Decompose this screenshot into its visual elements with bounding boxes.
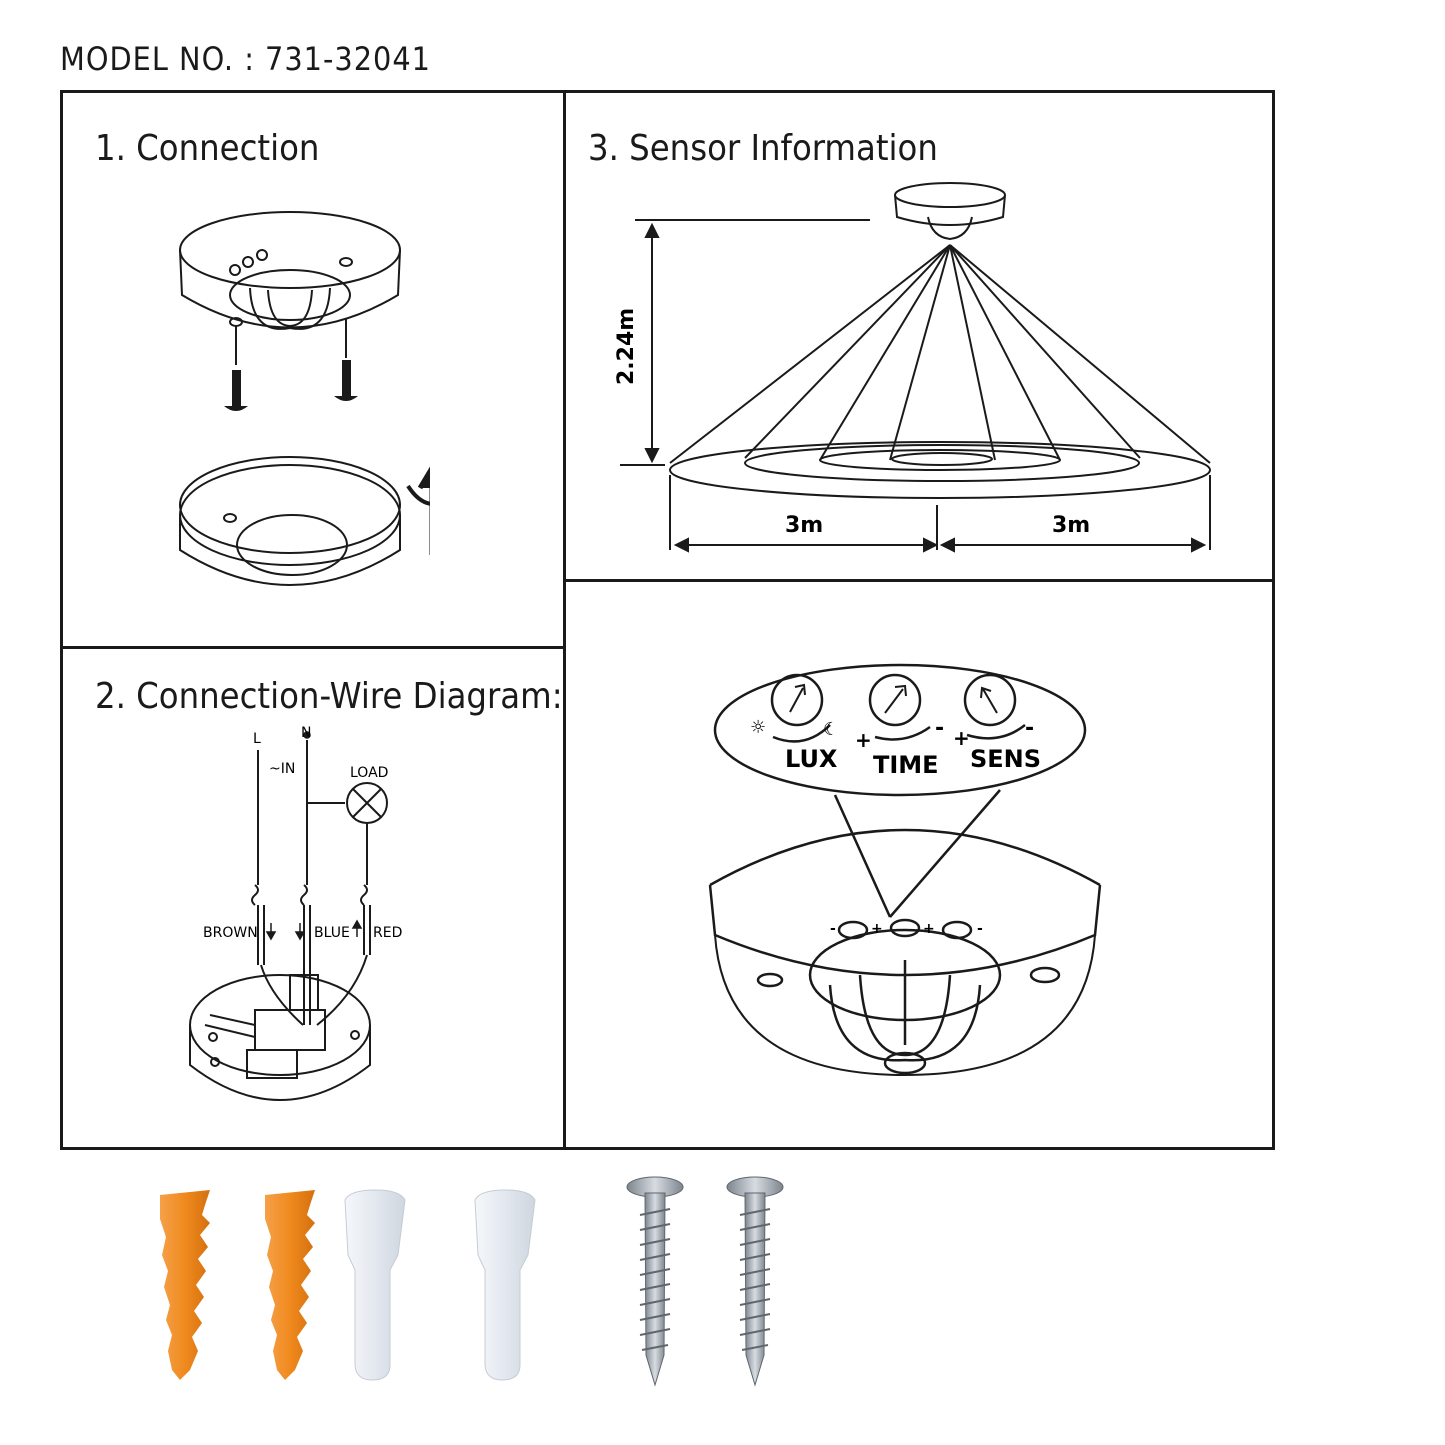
adjuster-plus-2: + bbox=[923, 921, 935, 937]
wire-diagram-title: 2. Connection-Wire Diagram: bbox=[95, 676, 563, 717]
brown-wire-label: BROWN bbox=[203, 925, 258, 941]
screw-icon bbox=[726, 1176, 784, 1387]
adjuster-minus-2: - bbox=[977, 921, 983, 937]
wire-connector-icon bbox=[474, 1189, 536, 1381]
adjuster-minus-1: - bbox=[830, 921, 836, 937]
input-label: ~IN bbox=[269, 761, 295, 777]
sens-label: SENS bbox=[970, 745, 1041, 773]
line-l-label: L bbox=[253, 731, 261, 747]
connection-illustration bbox=[179, 211, 430, 586]
time-label: TIME bbox=[873, 751, 939, 779]
sens-plus: + bbox=[953, 726, 970, 750]
sun-icon: ☼ bbox=[750, 717, 766, 738]
time-minus: - bbox=[935, 716, 944, 741]
model-number: MODEL NO. : 731-32041 bbox=[60, 40, 431, 78]
wall-plug-icon bbox=[160, 1190, 210, 1380]
adjuster-plus-1: + bbox=[871, 921, 883, 937]
rotate-arrow-icon bbox=[406, 466, 430, 555]
radius-right-label: 3m bbox=[1052, 513, 1090, 538]
time-plus: + bbox=[855, 728, 872, 752]
wire-diagram: L N ~IN LOAD BROWN BLUE RED bbox=[189, 725, 402, 1101]
screw-icon bbox=[224, 360, 358, 411]
lux-label: LUX bbox=[785, 745, 838, 773]
panel-controls bbox=[563, 579, 1275, 1150]
controls-illustration: ☼ ☾ LUX + - TIME + - SENS - + + - bbox=[708, 663, 1102, 1077]
sensor-info-title: 3. Sensor Information bbox=[588, 128, 938, 169]
connection-title: 1. Connection bbox=[95, 128, 320, 169]
height-label: 2.24m bbox=[614, 308, 639, 385]
sens-minus: - bbox=[1025, 716, 1034, 741]
wall-plug-icon bbox=[265, 1190, 315, 1380]
red-wire-label: RED bbox=[373, 925, 402, 941]
radius-left-label: 3m bbox=[785, 513, 823, 538]
blue-wire-label: BLUE bbox=[314, 925, 350, 941]
load-label: LOAD bbox=[350, 765, 388, 781]
wire-connector-icon bbox=[344, 1189, 406, 1381]
moon-icon: ☾ bbox=[823, 719, 839, 740]
screw-icon bbox=[626, 1176, 684, 1387]
sensor-range-diagram: 2.24m 3m 3m bbox=[614, 182, 1211, 553]
line-n-label: N bbox=[301, 725, 311, 741]
accessories bbox=[160, 1176, 784, 1387]
